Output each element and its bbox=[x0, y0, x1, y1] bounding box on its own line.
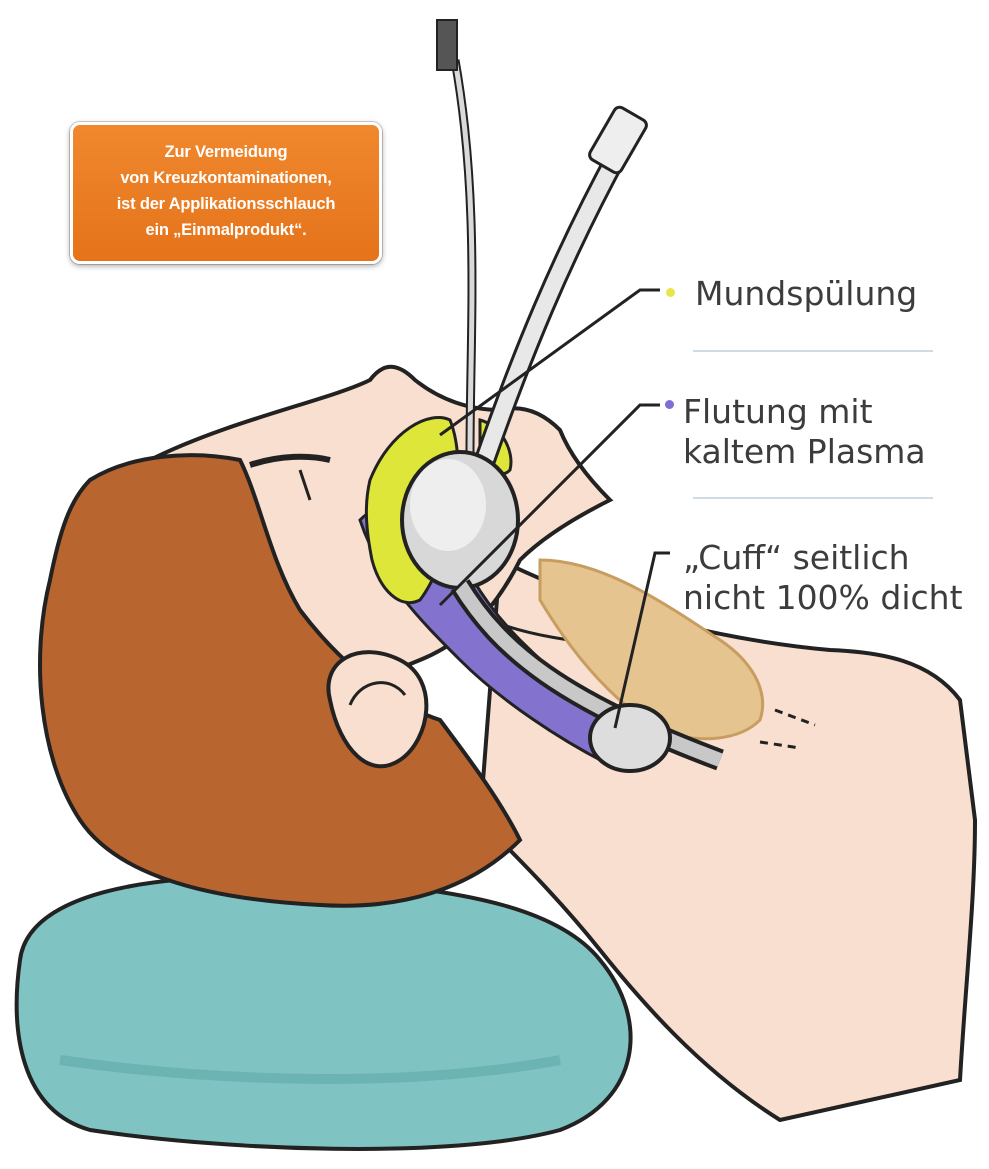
pillow bbox=[17, 877, 631, 1149]
tube-2-connector bbox=[587, 105, 648, 175]
callout-line-2: von Kreuzkontaminationen, bbox=[83, 165, 369, 191]
divider-1 bbox=[693, 350, 933, 352]
small-cuff bbox=[590, 705, 670, 771]
label-plasma-line-1: Flutung mit bbox=[683, 392, 926, 432]
rinse-bullet-icon bbox=[666, 288, 675, 297]
plasma-bullet-icon bbox=[665, 400, 674, 409]
callout-line-3: ist der Applikationsschlauch bbox=[83, 191, 369, 217]
divider-2 bbox=[693, 497, 933, 499]
label-cuff-line-2: nicht 100% dicht bbox=[683, 578, 963, 618]
callout-line-4: ein „Einmalprodukt“. bbox=[83, 217, 369, 243]
tube-2-inner bbox=[485, 150, 620, 460]
tube-1-inner bbox=[455, 60, 472, 455]
label-plasma-line-2: kaltem Plasma bbox=[683, 432, 926, 472]
label-plasma: Flutung mit kaltem Plasma bbox=[683, 392, 926, 472]
label-rinse: Mundspülung bbox=[695, 274, 917, 314]
main-cuff-highlight bbox=[410, 459, 486, 551]
label-rinse-text: Mundspülung bbox=[695, 274, 917, 314]
label-cuff: „Cuff“ seitlich nicht 100% dicht bbox=[683, 538, 963, 618]
label-cuff-line-1: „Cuff“ seitlich bbox=[683, 538, 963, 578]
tube-connector bbox=[437, 20, 457, 70]
disposable-tube-callout: Zur Vermeidung von Kreuzkontaminationen,… bbox=[70, 122, 382, 264]
callout-line-1: Zur Vermeidung bbox=[83, 139, 369, 165]
